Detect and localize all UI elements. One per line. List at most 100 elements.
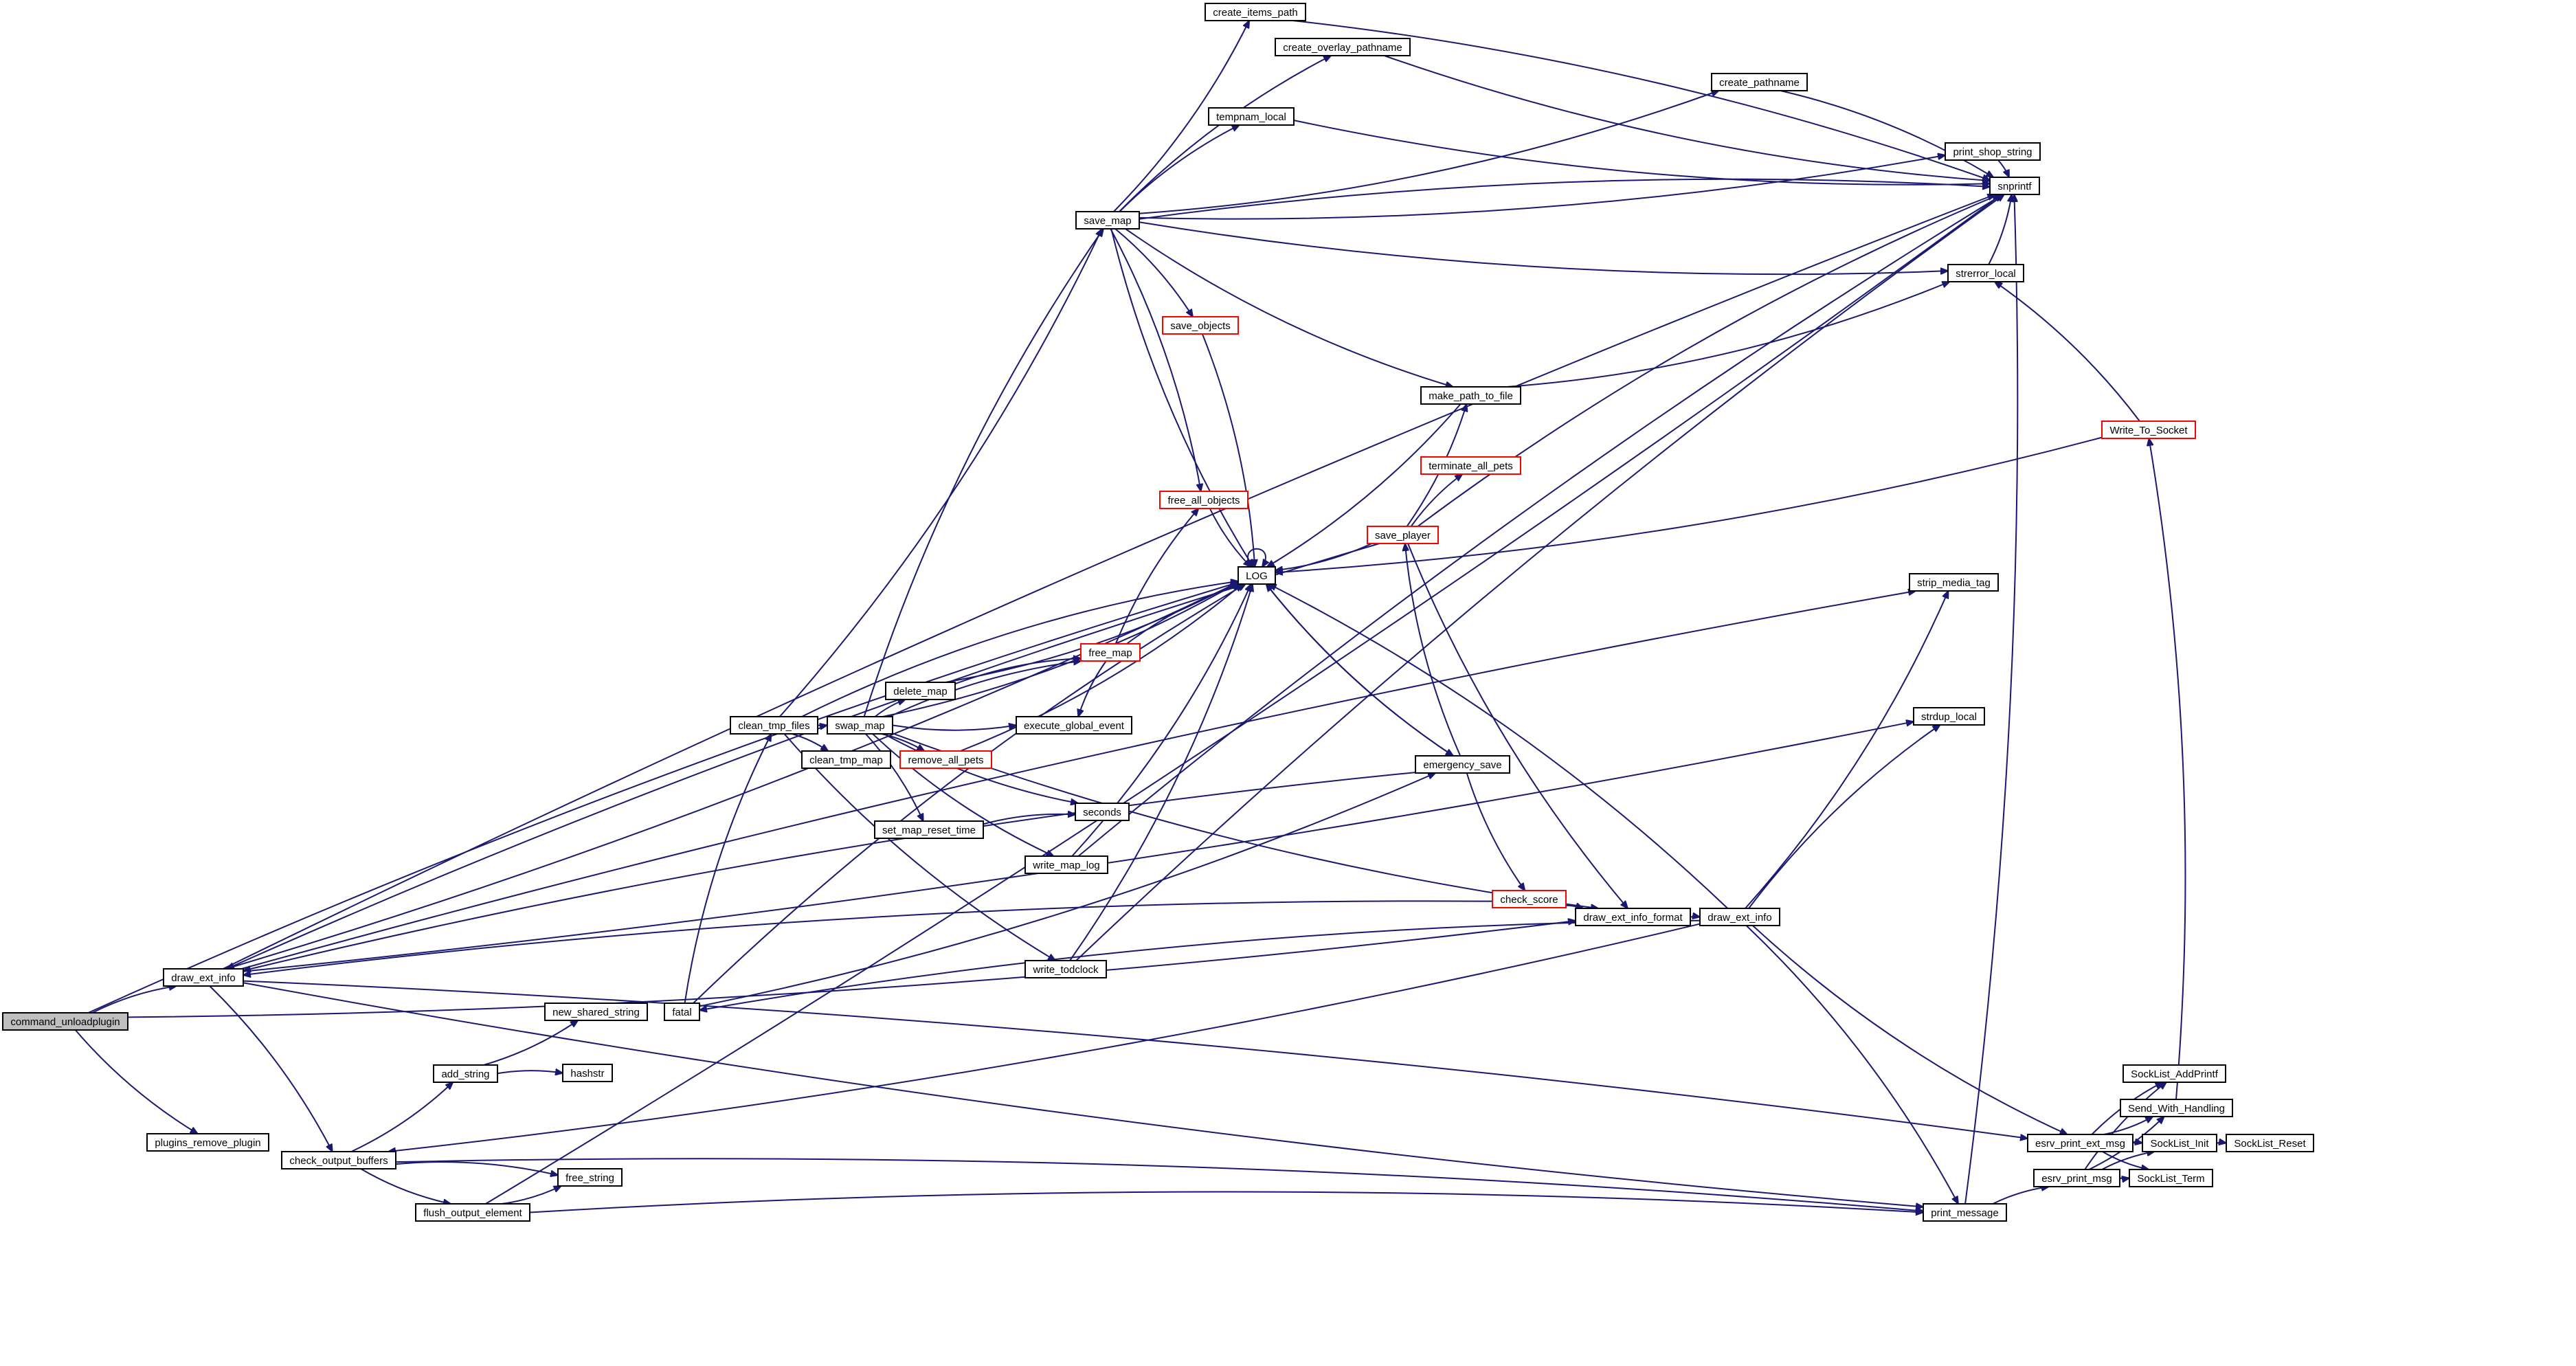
node-box [1024,855,1108,874]
edge-create_overlay_pathname-to-snprintf [1384,55,1990,181]
node-esrv-print-msg[interactable]: esrv_print_msg [2033,1169,2120,1187]
node-label: write_todclock [1032,964,1099,976]
edge-save_player-to-log [1275,543,1372,570]
node-label: check_score [1500,894,1558,906]
edge-write_to_socket-to-strerror_local [1995,282,2140,422]
node-log[interactable]: LOG [1237,566,1276,585]
node-label: Write_To_Socket [2109,425,2188,436]
node-label: delete_map [893,686,947,697]
node-seconds[interactable]: seconds [1075,803,1130,821]
node-hashstr[interactable]: hashstr [562,1064,613,1082]
node-check-score[interactable]: check_score [1492,890,1567,908]
node-emergency-save[interactable]: emergency_save [1415,755,1510,774]
node-write-map-log[interactable]: write_map_log [1024,855,1108,874]
edge-print_shop_string-to-snprintf [1997,159,2009,177]
node-box [730,716,818,735]
node-add-string[interactable]: add_string [433,1064,498,1083]
node-strip-media-tag[interactable]: strip_media_tag [1909,573,1999,592]
node-label: save_player [1375,530,1431,541]
node-box [827,716,893,735]
node-box [1159,491,1248,509]
edge-layer [74,20,2226,1213]
node-free-map[interactable]: free_map [1080,643,1141,662]
edge-write_todclock-to-log [1069,584,1253,961]
node-new-shared-string[interactable]: new_shared_string [544,1003,648,1021]
node-label: draw_ext_info [1707,912,1771,923]
node-fatal[interactable]: fatal [664,1003,700,1021]
node-clean-tmp-files[interactable]: clean_tmp_files [730,716,818,735]
node-save-map[interactable]: save_map [1075,211,1140,229]
edge-delete_map-to-free_map [954,658,1081,685]
node-label: strerror_local [1956,268,2016,280]
edge-command_unloadplugin-to-draw_ext_info_l [91,986,176,1014]
node-free-string[interactable]: free_string [557,1168,623,1187]
edge-strerror_local-to-snprintf [1988,194,2012,265]
node-socklist-term[interactable]: SockList_Term [2129,1169,2213,1187]
edge-create_items_path-to-snprintf [1292,20,1990,180]
node-socklist-reset[interactable]: SockList_Reset [2226,1134,2314,1152]
edge-swap_map-to-log [882,583,1238,717]
node-box [1205,3,1306,21]
node-command-unloadplugin[interactable]: command_unloadplugin [2,1012,128,1031]
node-create-pathname[interactable]: create_pathname [1711,73,1808,91]
node-label: clean_tmp_files [738,720,809,732]
node-write-to-socket[interactable]: Write_To_Socket [2101,421,2196,439]
node-box [1913,707,1985,726]
node-box [1711,73,1808,91]
edge-clean_tmp_files-to-log [801,581,1238,717]
node-print-message[interactable]: print_message [1923,1203,2007,1222]
node-execute-global-event[interactable]: execute_global_event [1016,716,1132,735]
node-save-objects[interactable]: save_objects [1162,316,1239,335]
node-box [2120,1099,2233,1117]
node-label: save_objects [1170,320,1231,332]
edge-save_map-to-free_all_objects [1110,228,1200,491]
node-delete-map[interactable]: delete_map [885,682,956,700]
node-print-shop-string[interactable]: print_shop_string [1945,142,2041,161]
node-set-map-reset-time[interactable]: set_map_reset_time [874,820,984,839]
node-remove-all-pets[interactable]: remove_all_pets [899,750,992,769]
edge-draw_ext_info_r-to-fatal [699,919,1701,1011]
node-label: esrv_print_ext_msg [2035,1138,2125,1150]
node-send-with-handling[interactable]: Send_With_Handling [2120,1099,2233,1117]
node-box [562,1064,613,1082]
edge-flush_output_element-to-snprintf [485,194,2002,1205]
node-box [1208,107,1295,126]
node-check-output-buffers[interactable]: check_output_buffers [281,1151,396,1169]
edge-command_unloadplugin-to-plugins_remove_plugin [74,1029,198,1134]
node-create-items-path[interactable]: create_items_path [1205,3,1306,21]
node-label: snprintf [1997,181,2032,192]
node-write-todclock[interactable]: write_todclock [1024,960,1107,978]
node-plugins-remove-plugin[interactable]: plugins_remove_plugin [146,1133,269,1152]
node-strerror-local[interactable]: strerror_local [1947,264,2024,282]
edge-check_output_buffers-to-add_string [350,1082,453,1152]
node-save-player[interactable]: save_player [1367,526,1439,544]
edge-draw_ext_info_l-to-log [225,583,1238,970]
edge-esrv_print_msg-to-socklist_addprintf [2084,1082,2166,1170]
node-label: fatal [672,1007,691,1018]
edge-draw_ext_info_l-to-esrv_print_ext_msg [243,980,2028,1139]
node-box [281,1151,396,1169]
node-socklist-addprintf[interactable]: SockList_AddPrintf [2123,1064,2226,1083]
node-terminate-all-pets[interactable]: terminate_all_pets [1420,456,1521,475]
node-label: new_shared_string [552,1007,640,1018]
node-free-all-objects[interactable]: free_all_objects [1159,491,1248,509]
edge-swap_map-to-write_map_log [872,733,1053,856]
edge-add_string-to-hashstr [497,1071,563,1073]
node-esrv-print-ext-msg[interactable]: esrv_print_ext_msg [2027,1134,2133,1152]
node-draw-ext-info-r[interactable]: draw_ext_info [1699,908,1780,926]
node-label: SockList_Init [2150,1138,2209,1150]
node-tempnam-local[interactable]: tempnam_local [1208,107,1295,126]
node-box [1575,908,1691,926]
edge-emergency_save-to-draw_ext_info_l [243,772,1416,971]
node-create-overlay-pathname[interactable]: create_overlay_pathname [1275,38,1411,56]
node-make-path-to-file[interactable]: make_path_to_file [1420,386,1521,405]
node-draw-ext-info-format[interactable]: draw_ext_info_format [1575,908,1691,926]
node-snprintf[interactable]: snprintf [1989,177,2040,195]
node-label: draw_ext_info_format [1583,912,1683,923]
node-swap-map[interactable]: swap_map [827,716,893,735]
node-socklist-init[interactable]: SockList_Init [2142,1134,2217,1152]
node-strdup-local[interactable]: strdup_local [1913,707,1985,726]
node-clean-tmp-map[interactable]: clean_tmp_map [801,750,891,769]
node-flush-output-element[interactable]: flush_output_element [415,1203,530,1222]
node-draw-ext-info-l[interactable]: draw_ext_info [163,968,244,987]
